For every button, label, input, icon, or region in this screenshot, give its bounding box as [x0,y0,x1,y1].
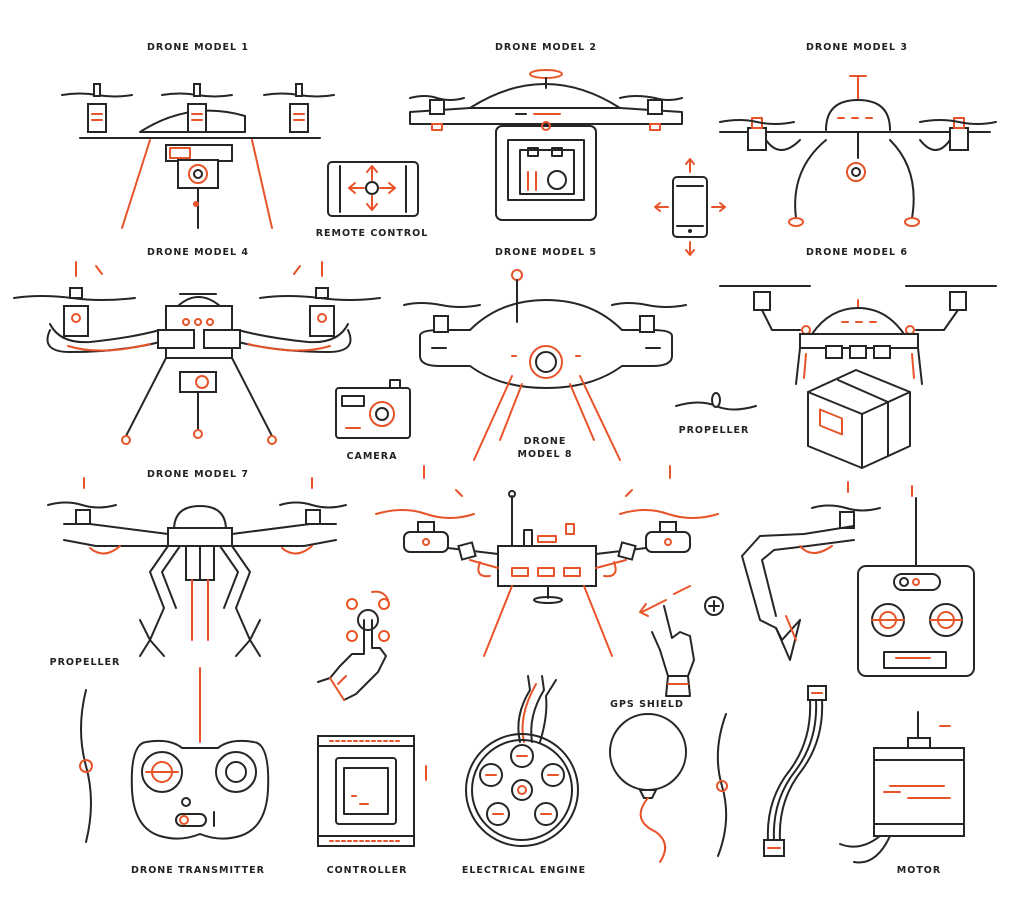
drone-model-8-icon [375,465,719,657]
drone-transmitter-icon [130,667,270,840]
cable-connector-icon [763,685,827,857]
label-gps-shield: GPS SHIELD [610,699,684,710]
label-drone-model-2: DRONE MODEL 2 [495,42,597,53]
handheld-remote-icon [857,485,975,677]
label-drone-transmitter: DRONE TRANSMITTER [131,865,265,876]
propeller-top-icon [675,392,757,411]
touch-hand-icon [317,590,390,701]
label-drone-model-8-line2: MODEL 8 [517,449,573,460]
electrical-engine-icon [465,675,579,847]
label-electrical-engine: ELECTRICAL ENGINE [461,865,587,876]
label-drone-model-5: DRONE MODEL 5 [495,247,597,258]
label-drone-model-6: DRONE MODEL 6 [806,247,908,258]
propeller-right-icon [716,713,728,857]
drone-model-6-icon [719,285,997,469]
label-drone-model-4: DRONE MODEL 4 [147,247,249,258]
remote-control-phone-icon [327,161,419,217]
swipe-hand-icon [639,585,724,697]
controller-board-icon [317,735,427,847]
phone-move-icon [654,158,726,256]
drone-model-4-icon [13,261,381,445]
drone-model-7-icon [47,477,347,657]
label-propeller-left: PROPELLER [49,657,121,668]
label-controller: CONTROLLER [326,865,408,876]
gps-shield-icon [609,713,687,863]
drone-model-1-icon [61,83,335,229]
label-drone-model-3: DRONE MODEL 3 [806,42,908,53]
label-propeller-top: PROPELLER [678,425,750,436]
label-drone-model-7: DRONE MODEL 7 [147,469,249,480]
drone-model-3-icon [719,75,997,227]
drone-model-5-icon [403,269,687,461]
label-drone-model-1: DRONE MODEL 1 [147,42,249,53]
propeller-left-icon [79,689,93,843]
camera-icon [335,379,411,439]
motor-icon [839,711,965,864]
robot-arm-icon [741,481,881,661]
label-drone-model-8-line1: DRONE [523,436,567,447]
label-camera: CAMERA [346,451,398,462]
drone-model-2-icon [409,69,683,221]
label-remote-control: REMOTE CONTROL [315,228,429,239]
label-motor: MOTOR [896,865,942,876]
